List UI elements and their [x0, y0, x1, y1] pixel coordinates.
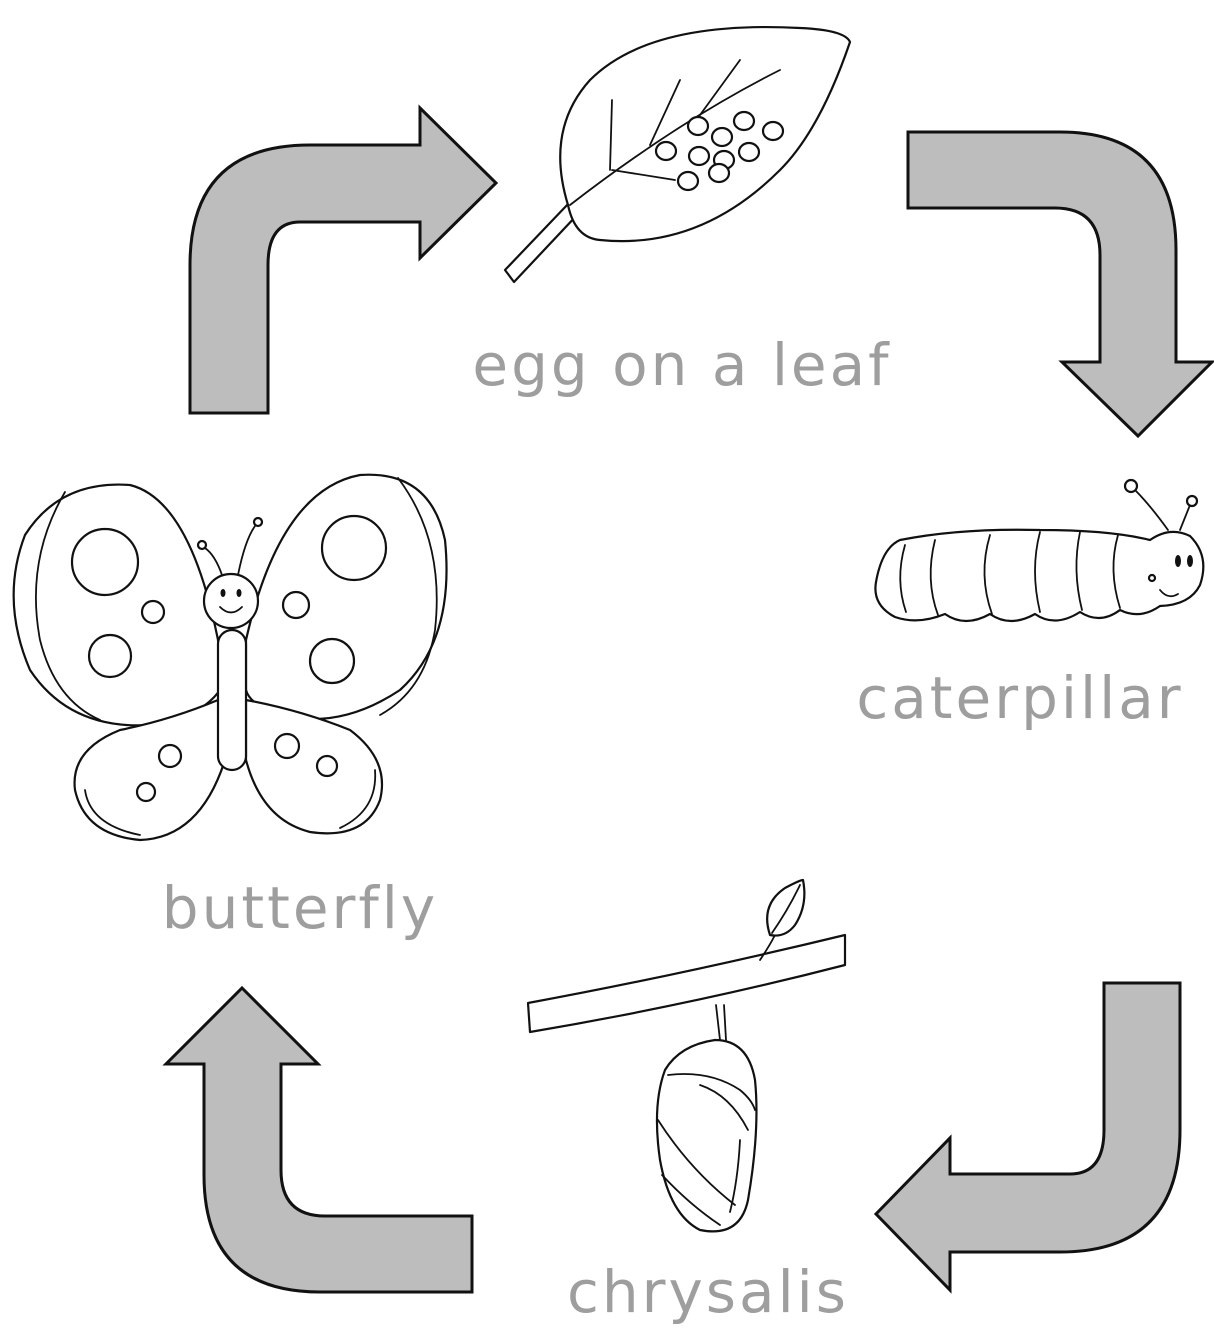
cycle-arrow-chrysalis-to-butterfly	[166, 988, 472, 1292]
cycle-arrow-egg-to-caterpillar	[908, 132, 1212, 436]
stage-label-egg: egg on a leaf	[472, 331, 891, 399]
butterfly-antenna-left	[205, 548, 222, 575]
stage-label-caterpillar: caterpillar	[856, 664, 1183, 732]
butterfly-icon	[14, 475, 447, 840]
stage-label-butterfly: butterfly	[162, 874, 438, 942]
butterfly-body	[218, 630, 246, 770]
butterfly-head	[204, 574, 258, 628]
branch	[528, 935, 845, 1032]
chrysalis-pod	[657, 1040, 757, 1231]
cycle-arrow-butterfly-to-egg	[190, 108, 496, 413]
chrysalis-icon	[528, 880, 845, 1231]
butterfly-antenna-right	[238, 526, 255, 575]
leaf-blade	[560, 27, 850, 241]
stage-label-chrysalis: chrysalis	[567, 1258, 849, 1326]
caterpillar-antenna-right	[1180, 505, 1190, 530]
butterfly-upper-left-wing	[14, 485, 220, 726]
caterpillar-icon	[875, 480, 1203, 621]
egg-leaf-icon	[505, 27, 850, 282]
leaf-stem	[505, 203, 578, 282]
caterpillar-antenna-left	[1135, 490, 1168, 530]
cycle-arrow-caterpillar-to-chrysalis	[876, 983, 1180, 1290]
